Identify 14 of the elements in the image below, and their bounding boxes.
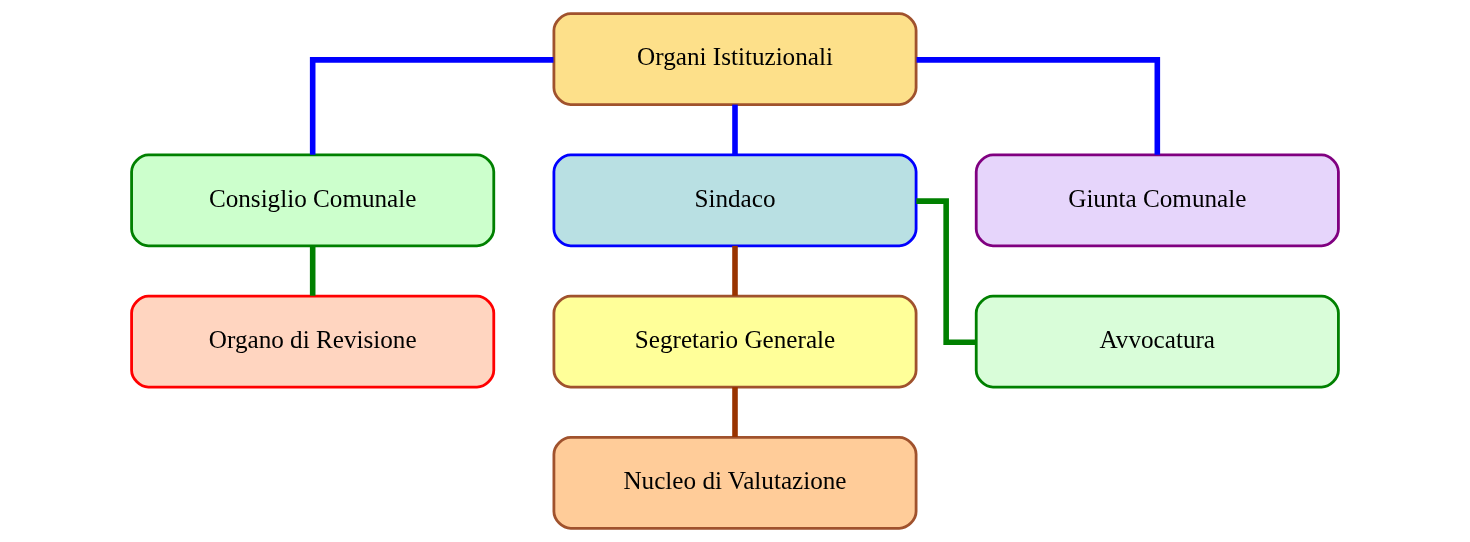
node-box: Organi Istituzionali [552, 12, 918, 106]
connector [916, 57, 1161, 155]
node-box: Nucleo di Valutazione [552, 436, 918, 530]
connector [309, 245, 316, 296]
node-box: Avvocatura [974, 294, 1340, 389]
connector [732, 245, 738, 296]
connector [309, 57, 554, 155]
node-box: Organo di Revisione [130, 294, 496, 389]
node-box: Sindaco [552, 153, 918, 248]
connector [732, 387, 738, 437]
node-box: Segretario Generale [552, 294, 918, 389]
node-box: Consiglio Comunale [130, 153, 496, 248]
node-box: Giunta Comunale [974, 153, 1340, 248]
connector [732, 104, 738, 155]
